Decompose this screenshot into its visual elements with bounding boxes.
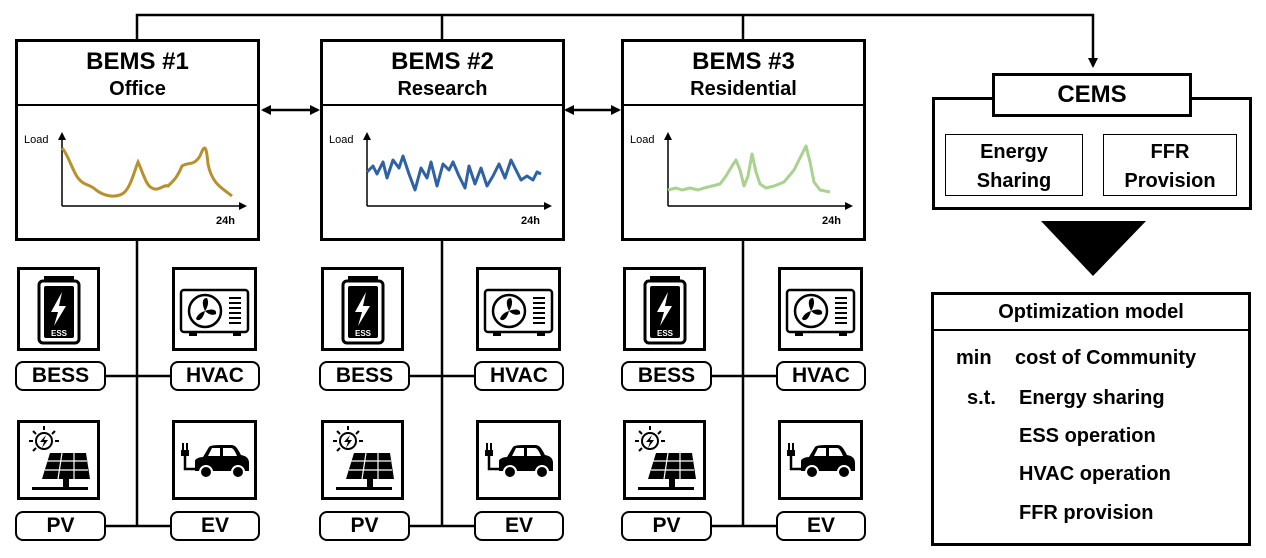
pv-device-box [17, 420, 100, 500]
pv-label: PV [319, 511, 410, 541]
hvac-device-box [476, 267, 561, 351]
bems-title: BEMS #1 [86, 48, 189, 75]
bess-label: BESS [621, 361, 712, 391]
bems-subtitle: Research [397, 78, 488, 100]
bess-device-box: ESS [623, 267, 706, 351]
hvac-device-box [778, 267, 863, 351]
bems-header: BEMS #2 Research [323, 42, 562, 106]
bems-subtitle: Residential [690, 78, 797, 100]
chart-xlabel: 24h [822, 215, 841, 227]
bems-panel-2: BEMS #2 Research Load 24h [320, 39, 565, 241]
battery-icon: ESS [341, 276, 385, 345]
min-keyword: min [956, 347, 992, 369]
bess-label: BESS [15, 361, 106, 391]
optimization-model-panel: Optimization model min cost of Community… [931, 292, 1251, 546]
chart-xlabel: 24h [216, 215, 235, 227]
ev-device-box [476, 420, 561, 500]
top-bus-line [135, 13, 1098, 68]
ev-label: EV [170, 511, 260, 541]
load-chart: Load 24h [329, 132, 552, 227]
bems-header: BEMS #1 Office [18, 42, 257, 106]
load-curve [365, 154, 542, 192]
pv-device-box [623, 420, 706, 500]
constraint-hvac-operation: HVAC operation [1019, 463, 1171, 485]
chart-ylabel: Load [24, 134, 48, 146]
constraint-ffr-provision: FFR provision [1019, 502, 1154, 524]
bems-subtitle: Office [109, 78, 166, 100]
ess-text: ESS [657, 329, 674, 338]
constraint-energy-sharing: Energy sharing [1019, 387, 1165, 409]
pv-device-box [321, 420, 404, 500]
energy-sharing-box: Energy Sharing [945, 134, 1083, 196]
battery-icon: ESS [37, 276, 81, 345]
load-curve [60, 146, 233, 198]
load-curve [667, 144, 831, 194]
bess-device-box: ESS [321, 267, 404, 351]
constraint-ess-operation: ESS operation [1019, 425, 1156, 447]
pv-label: PV [15, 511, 106, 541]
pv-label: PV [621, 511, 712, 541]
hvac-label: HVAC [474, 361, 564, 391]
ev-device-box [172, 420, 257, 500]
hvac-label: HVAC [170, 361, 260, 391]
bems-panel-3: BEMS #3 Residential Load 24h [621, 39, 866, 241]
load-chart: Load 24h [24, 132, 247, 227]
solar-panel-icon [333, 426, 394, 490]
air-conditioner-fan-icon [179, 288, 250, 336]
optimization-title: Optimization model [934, 295, 1248, 331]
cems-title: CEMS [992, 73, 1192, 117]
solar-panel-icon [635, 426, 696, 490]
battery-icon: ESS [643, 276, 687, 345]
ev-label: EV [776, 511, 866, 541]
ev-device-box [778, 420, 863, 500]
bems-header: BEMS #3 Residential [624, 42, 863, 106]
bems-title: BEMS #2 [391, 48, 494, 75]
chart-ylabel: Load [630, 134, 654, 146]
down-triangle-arrow-icon [1041, 221, 1146, 276]
ess-text: ESS [355, 329, 372, 338]
load-chart: Load 24h [630, 132, 853, 227]
hvac-label: HVAC [776, 361, 866, 391]
electric-car-icon [787, 443, 855, 479]
bess-label: BESS [319, 361, 410, 391]
bess-device-box: ESS [17, 267, 100, 351]
chart-ylabel: Load [329, 134, 353, 146]
st-keyword: s.t. [967, 387, 996, 409]
chart-xlabel: 24h [521, 215, 540, 227]
hvac-device-box [172, 267, 257, 351]
electric-car-icon [181, 443, 249, 479]
electric-car-icon [485, 443, 553, 479]
bems-panel-1: BEMS #1 Office Load 24h [15, 39, 260, 241]
bems-title: BEMS #3 [692, 48, 795, 75]
ffr-provision-box: FFR Provision [1103, 134, 1237, 196]
ev-label: EV [474, 511, 564, 541]
air-conditioner-fan-icon [785, 288, 856, 336]
solar-panel-icon [29, 426, 90, 490]
air-conditioner-fan-icon [483, 288, 554, 336]
ess-text: ESS [51, 329, 68, 338]
objective-text: cost of Community [1015, 347, 1197, 369]
